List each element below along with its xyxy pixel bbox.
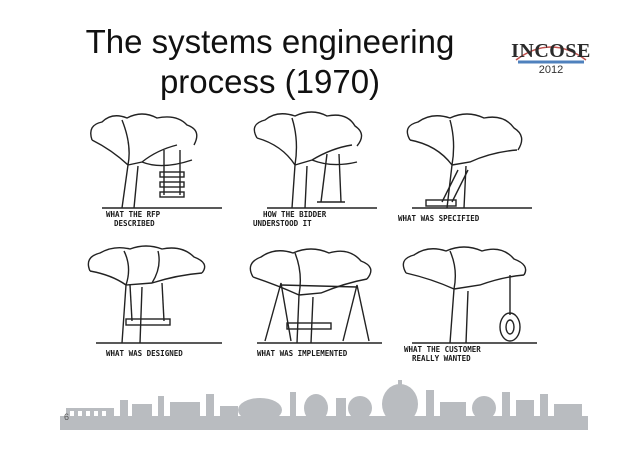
rome-skyline-icon bbox=[60, 380, 588, 430]
panel-implemented: WHAT WAS IMPLEMENTED bbox=[237, 245, 387, 377]
slide-title: The systems engineering process (1970) bbox=[60, 22, 480, 102]
cartoon-grid: WHAT THE RFP DESCRIBED HOW THE BIDDER UN… bbox=[82, 110, 537, 377]
caption-line-1: HOW THE BIDDER bbox=[263, 210, 327, 219]
caption-line-2: UNDERSTOOD IT bbox=[253, 219, 312, 228]
tree-swing-drawing bbox=[253, 111, 377, 209]
logo-arc-icon bbox=[515, 46, 587, 64]
panel-customer: WHAT THE CUSTOMER REALLY WANTED bbox=[392, 245, 542, 377]
tree-swing-drawing bbox=[90, 113, 222, 209]
tire-swing-drawing bbox=[402, 246, 537, 344]
incose-logo: INCOSE 2012 bbox=[510, 40, 592, 82]
panel-bidder: HOW THE BIDDER UNDERSTOOD IT bbox=[237, 110, 387, 242]
panel-rfp: WHAT THE RFP DESCRIBED bbox=[82, 110, 232, 242]
caption-line-1: WHAT THE RFP bbox=[106, 210, 161, 219]
tree-swing-drawing bbox=[249, 248, 382, 344]
caption-line-2: REALLY WANTED bbox=[412, 354, 471, 363]
logo-name: INCOSE bbox=[511, 40, 591, 62]
tree-swing-drawing bbox=[87, 245, 222, 344]
tree-swing-drawing bbox=[406, 113, 532, 209]
caption-line-2: DESCRIBED bbox=[114, 219, 155, 228]
caption-line-1: WHAT WAS DESIGNED bbox=[106, 349, 183, 358]
logo-year: 2012 bbox=[538, 64, 564, 76]
title-line-1: The systems engineering bbox=[85, 23, 455, 60]
caption-line-1: WHAT THE CUSTOMER bbox=[404, 345, 481, 354]
panel-specified: WHAT WAS SPECIFIED bbox=[392, 110, 542, 242]
caption-line-1: WHAT WAS IMPLEMENTED bbox=[257, 349, 348, 358]
caption-line-1: WHAT WAS SPECIFIED bbox=[398, 214, 480, 223]
page-number: 6 bbox=[64, 412, 70, 422]
title-line-2: process (1970) bbox=[159, 63, 381, 100]
panel-designed: WHAT WAS DESIGNED bbox=[82, 245, 232, 377]
